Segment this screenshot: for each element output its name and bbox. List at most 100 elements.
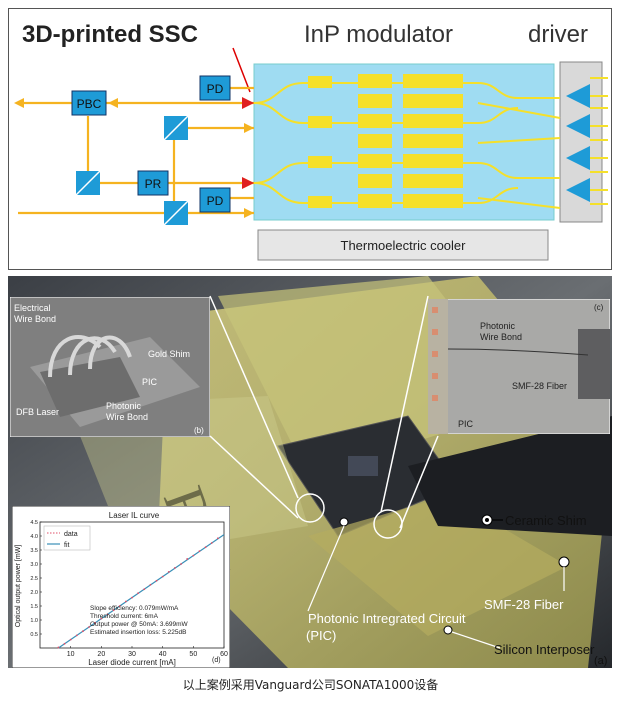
data-point (106, 613, 109, 616)
data-point (192, 554, 195, 557)
x-tick-label: 50 (189, 651, 197, 658)
data-point (186, 558, 189, 560)
silicon-interposer (308, 496, 568, 636)
data-point (204, 546, 207, 549)
chart-xlabel: Laser diode current [mA] (88, 658, 176, 667)
inset-c-label-pic: PIC (458, 419, 474, 429)
optical-paths (18, 86, 254, 215)
y-tick-label: 4.5 (30, 520, 38, 526)
smf-label-group: SMF-28 Fiber (484, 556, 570, 612)
interposer-label: Silicon Interposer (494, 642, 595, 657)
x-tick-label: 10 (67, 651, 75, 658)
ssc-schematic: 3D-printed SSC InP modulator driver Ther… (8, 8, 612, 270)
data-point (137, 592, 140, 595)
driver-label: driver (528, 21, 588, 48)
fit-line (58, 534, 225, 649)
x-tick-label: 60 (220, 651, 228, 658)
annotation-threshold: Threshold current: 6mA (90, 613, 159, 620)
chart-annotations: Slope efficiency: 0.079mW/mA Threshold c… (90, 605, 189, 636)
data-point (57, 646, 60, 649)
data-point (143, 588, 146, 591)
x-tick-label: 20 (97, 651, 105, 658)
inset-b-label-dfb: DFB Laser (16, 407, 59, 417)
data-point (180, 563, 182, 565)
inset-c-label-pwb: Photonic (480, 321, 516, 331)
interposer-label-group: Silicon Interposer (443, 625, 595, 657)
x-tick-label: 40 (159, 651, 167, 658)
inset-d-il-chart: Laser IL curve 10 20 30 40 50 60 0.5 1.0 1.5 2.0… (12, 506, 230, 668)
x-tick-label: 30 (128, 651, 136, 658)
chart-legend: data fit (43, 525, 91, 551)
inset-b-label-pic: PIC (142, 377, 158, 387)
figure-caption: 以上案例采用Vanguard公司SONATA1000设备 (182, 678, 439, 692)
x-tick-labels: 10 20 30 40 50 60 (67, 646, 228, 658)
data-point (82, 630, 84, 633)
modulator-segments (308, 74, 463, 208)
y-tick-label: 3.5 (30, 548, 38, 554)
input-arrows (242, 97, 254, 189)
annotation-loss: Estimated insertion loss: 5.225dB (90, 629, 186, 636)
inset-c-tag: (c) (594, 303, 604, 312)
data-point (216, 537, 219, 540)
chart-title: Laser IL curve (109, 511, 160, 520)
y-tick-label: 1.5 (30, 604, 38, 610)
inset-b-label-pwb2: Wire Bond (106, 412, 148, 422)
ceramic-shim (408, 416, 612, 536)
y-tick-labels: 0.51.01.52.02.53.03.54.04.5 (30, 520, 42, 638)
y-tick-label: 2.0 (30, 590, 38, 596)
pic-label: Photonic Intregrated Circuit (308, 611, 466, 626)
cooler-label: Thermoelectric cooler (341, 238, 467, 253)
chart-tag: (d) (212, 657, 221, 664)
data-point (69, 638, 72, 641)
data-point (118, 605, 121, 607)
ceramic-shim-label: Ceramic Shim (505, 513, 587, 528)
pbc-box (71, 90, 107, 116)
inset-c-micrograph: Photonic Wire Bond SMF-28 Fiber PIC (c) (428, 299, 610, 434)
beam-splitters (75, 115, 189, 226)
pd-bottom-box (199, 187, 231, 213)
inset-b-sem: Electrical Wire Bond Gold Shim PIC DFB L… (10, 297, 210, 437)
data-point (210, 542, 213, 544)
data-point (94, 621, 97, 624)
inset-b-tag: (b) (194, 426, 204, 435)
title-pointer-line (232, 47, 251, 93)
annotation-output: Output power @ 50mA: 3.699mW (90, 621, 189, 628)
inset-c-label-smf: SMF-28 Fiber (512, 381, 567, 391)
pd-top-label: PD (207, 82, 224, 96)
ssc-title: 3D-printed SSC (22, 21, 198, 48)
thermoelectric-cooler (257, 229, 549, 261)
inset-b-label-pwb: Photonic (106, 401, 142, 411)
y-tick-label: 3.0 (30, 562, 38, 568)
driver-chip (559, 61, 603, 223)
inset-b-label-wire: Electrical (14, 303, 51, 313)
modulator-label: InP modulator (304, 21, 453, 48)
inset-b-label-gold: Gold Shim (148, 349, 190, 359)
pic-label-group: Photonic Intregrated Circuit (PIC) (306, 517, 466, 643)
data-point (100, 617, 103, 620)
ceramic-label-group: Ceramic Shim (481, 513, 587, 528)
smf-fiber-label: SMF-28 Fiber (484, 597, 564, 612)
pbc-label: PBC (77, 97, 102, 111)
driver-triangles (566, 84, 590, 202)
data-point (161, 575, 164, 578)
chart-ylabel: Optical output power [mW] (15, 545, 22, 628)
data-point (112, 609, 115, 612)
annotation-slope: Slope efficiency: 0.079mW/mA (90, 605, 179, 612)
pr-label: PR (145, 177, 162, 191)
data-point (63, 642, 66, 645)
y-tick-label: 1.0 (30, 618, 38, 624)
chart-series (57, 534, 225, 649)
zoom-lines (209, 295, 439, 539)
legend-data: data (64, 531, 78, 538)
driver-lines (590, 77, 608, 205)
y-tick-label: 2.5 (30, 576, 38, 582)
y-tick-label: 0.5 (30, 632, 38, 638)
pd-bottom-label: PD (207, 194, 224, 208)
data-point (198, 550, 201, 553)
data-point (149, 583, 152, 586)
data-point (75, 634, 78, 637)
data-point (167, 570, 170, 573)
pd-top-box (199, 75, 231, 101)
pic-label-abbr: (PIC) (306, 628, 336, 643)
inset-b-label-wire2: Wire Bond (14, 314, 56, 324)
